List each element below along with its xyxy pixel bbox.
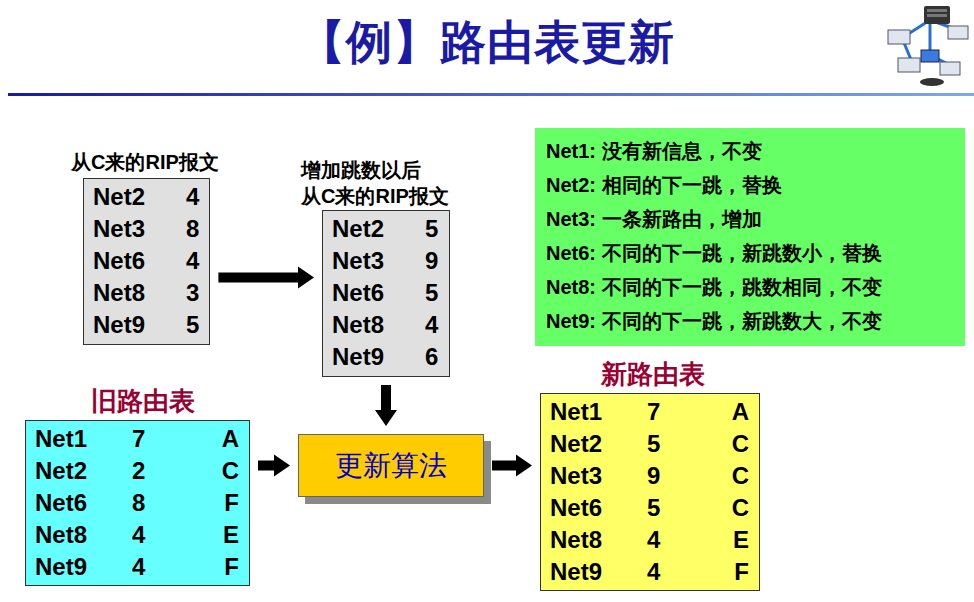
table-heading: 新路由表 [601, 358, 705, 392]
table-cell: 4 [132, 551, 192, 583]
table-cell: 4 [186, 181, 199, 213]
table-cell: Net6 [93, 245, 186, 277]
process-box: 更新算法 [298, 434, 484, 497]
title: 【例】路由表更新 [0, 12, 974, 74]
table-cell: Net6 [35, 487, 132, 519]
title-rule [8, 93, 974, 96]
table-cell: Net3 [550, 460, 647, 492]
table-cell: 8 [132, 487, 192, 519]
table-cell: 4 [647, 556, 707, 588]
process-label: 更新算法 [335, 447, 447, 485]
table-cell: Net8 [93, 277, 186, 309]
table-cell: 4 [647, 524, 707, 556]
table-grid: Net17A Net25C Net39C Net65C Net84E Net94F [541, 394, 759, 590]
table-heading: 旧路由表 [91, 385, 195, 419]
route-table: 旧路由表Net17ANet22CNet68FNet84ENet94F [25, 420, 250, 586]
table-cell: Net8 [332, 309, 425, 341]
table-cell: F [707, 556, 749, 588]
note-line: Net9: 不同的下一跳，新跳数大，不变 [546, 304, 955, 338]
table-grid: Net25Net39Net65Net84Net96 [323, 211, 449, 375]
table-cell: 5 [186, 309, 199, 341]
note-line: Net6: 不同的下一跳，新跳数小，替换 [546, 236, 955, 270]
table-cell: 7 [647, 396, 707, 428]
table-cell: Net9 [35, 551, 132, 583]
table-heading: 增加跳数以后 从C来的RIP报文 [301, 157, 491, 209]
table-cell: Net8 [550, 524, 647, 556]
table-cell: 8 [186, 213, 199, 245]
table-cell: 6 [425, 341, 438, 373]
table-cell: Net2 [550, 428, 647, 460]
block-arrow [218, 267, 314, 289]
note-line: Net1: 没有新信息，不变 [546, 134, 955, 168]
table-cell: Net1 [550, 396, 647, 428]
table-cell: Net9 [550, 556, 647, 588]
route-table: 增加跳数以后 从C来的RIP报文Net25Net39Net65Net84Net9… [322, 210, 450, 377]
table-cell: Net3 [332, 245, 425, 277]
table-cell: 5 [425, 277, 438, 309]
table-cell: Net9 [93, 309, 186, 341]
table-cell: A [192, 423, 239, 455]
table-cell: A [707, 396, 749, 428]
table-cell: 4 [186, 245, 199, 277]
block-arrow [258, 455, 290, 477]
route-table: 从C来的RIP报文Net24Net38Net64Net83Net95 [83, 178, 210, 345]
table-cell: Net3 [93, 213, 186, 245]
table-cell: 7 [132, 423, 192, 455]
table-cell: F [192, 551, 239, 583]
table-cell: 9 [647, 460, 707, 492]
route-table: 新路由表Net17ANet25CNet39CNet65CNet84ENet94F [540, 393, 760, 591]
table-grid: Net17A Net22C Net68F Net84E Net94F [26, 421, 249, 585]
table-cell: E [707, 524, 749, 556]
table-cell: 4 [132, 519, 192, 551]
table-cell: C [707, 428, 749, 460]
table-cell: Net6 [332, 277, 425, 309]
table-cell: 2 [132, 455, 192, 487]
table-cell: F [192, 487, 239, 519]
table-cell: Net2 [332, 213, 425, 245]
table-cell: 3 [186, 277, 199, 309]
table-cell: Net2 [93, 181, 186, 213]
table-cell: Net1 [35, 423, 132, 455]
note-box: Net1: 没有新信息，不变Net2: 相同的下一跳，替换Net3: 一条新路由… [535, 128, 965, 346]
table-cell: 5 [425, 213, 438, 245]
table-cell: Net8 [35, 519, 132, 551]
note-line: Net3: 一条新路由，增加 [546, 202, 955, 236]
block-arrow [375, 385, 397, 426]
block-arrow [492, 455, 532, 477]
table-cell: 5 [647, 492, 707, 524]
table-cell: C [707, 492, 749, 524]
table-cell: Net9 [332, 341, 425, 373]
table-heading: 从C来的RIP报文 [71, 149, 219, 175]
table-cell: C [707, 460, 749, 492]
table-grid: Net24Net38Net64Net83Net95 [84, 179, 209, 343]
table-cell: E [192, 519, 239, 551]
table-cell: 9 [425, 245, 438, 277]
network-icon [888, 6, 968, 86]
table-cell: C [192, 455, 239, 487]
table-cell: 4 [425, 309, 438, 341]
table-cell: 5 [647, 428, 707, 460]
table-cell: Net6 [550, 492, 647, 524]
note-line: Net2: 相同的下一跳，替换 [546, 168, 955, 202]
table-cell: Net2 [35, 455, 132, 487]
note-line: Net8: 不同的下一跳，跳数相同，不变 [546, 270, 955, 304]
